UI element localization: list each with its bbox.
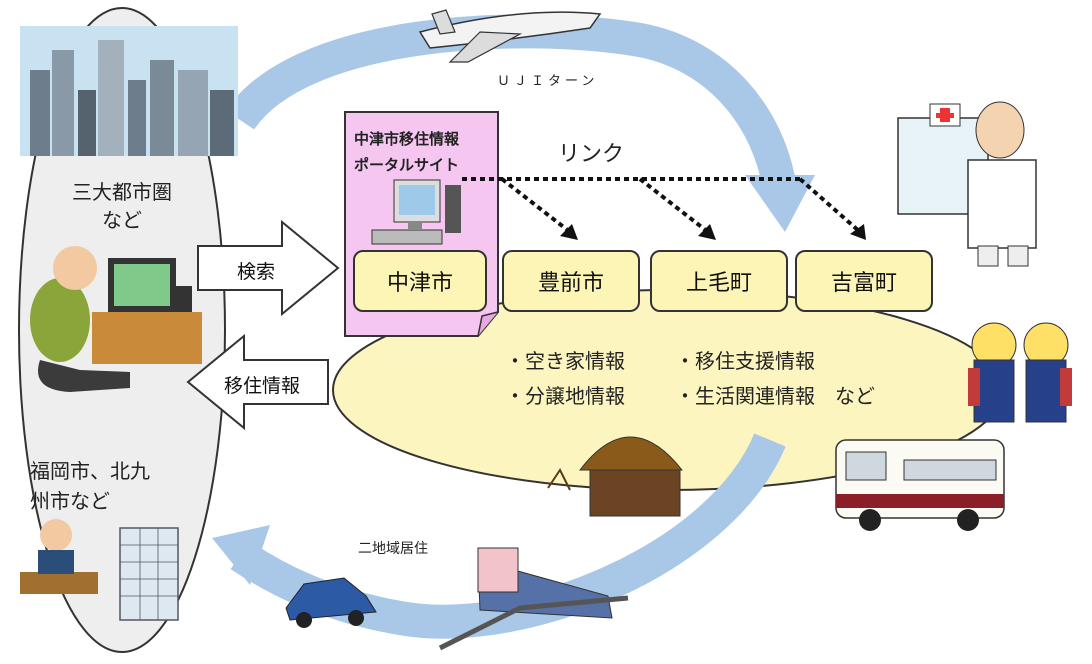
portal-title: 中津市移住情報 ポータルサイト xyxy=(354,130,460,174)
dual-residence-arrow-body xyxy=(230,432,786,639)
municipality-buzen[interactable]: 豊前市 xyxy=(502,250,640,312)
children-illustration xyxy=(968,322,1072,423)
relocation-info-label: 移住情報 xyxy=(224,375,301,397)
car-illustration xyxy=(285,577,377,628)
municipality-nakatsu[interactable]: 中津市 xyxy=(353,250,487,312)
municipality-yoshitomi[interactable]: 吉富町 xyxy=(795,250,933,312)
train-illustration xyxy=(438,547,629,651)
fukuoka-kitakyushu-label: 福岡市、北九 州市など xyxy=(30,459,150,513)
info-living-related: ・生活関連情報 など xyxy=(675,384,875,408)
info-relocation-support: ・移住支援情報 xyxy=(675,349,815,373)
uji-turn-arrow-body xyxy=(225,14,797,193)
info-land-for-sale: ・分譲地情報 xyxy=(505,384,625,408)
link-arrows xyxy=(462,177,862,234)
dual-residence-label: 二地域居住 xyxy=(358,541,428,557)
person-at-computer-illustration xyxy=(30,246,202,392)
uji-turn-arrow-head xyxy=(745,175,815,232)
thatched-house-illustration xyxy=(547,436,684,517)
city-skyline-illustration xyxy=(20,26,238,156)
doctor-hospital-illustration xyxy=(897,101,1037,267)
airplane-illustration xyxy=(418,9,602,63)
bus-illustration xyxy=(835,439,1005,531)
metro-area-label: 三大都市圏 など xyxy=(72,180,172,232)
search-arrow xyxy=(197,219,340,317)
search-label: 検索 xyxy=(237,261,276,283)
office-building-illustration xyxy=(20,519,179,621)
relocation-info-arrow xyxy=(186,333,329,431)
dual-residence-arrow-head xyxy=(212,525,270,585)
info-vacant-house: ・空き家情報 xyxy=(505,349,625,373)
portal-computer-icon xyxy=(371,179,461,245)
uji-turn-label: ＵＪＩターン xyxy=(497,74,599,89)
municipality-kozuke[interactable]: 上毛町 xyxy=(650,250,788,312)
link-label: リンク xyxy=(558,142,625,167)
